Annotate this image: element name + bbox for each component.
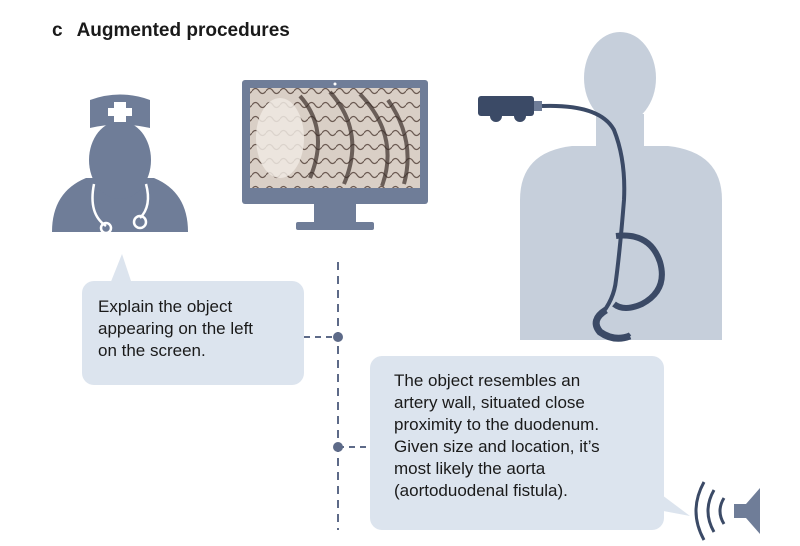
connector bbox=[304, 262, 370, 530]
bubble-line: (aortoduodenal fistula). bbox=[394, 481, 568, 500]
bubble-line: proximity to the duodenum. bbox=[394, 415, 600, 434]
panel-letter: c bbox=[52, 20, 63, 41]
bubble-line: most likely the aorta bbox=[394, 459, 546, 478]
endoscope-icon bbox=[478, 96, 665, 342]
panel-heading: Augmented procedures bbox=[76, 20, 290, 41]
doctor-icon bbox=[52, 94, 188, 235]
doctor-bubble-tail bbox=[110, 254, 132, 284]
doctor-speech-bubble: Explain the object appearing on the left… bbox=[82, 281, 304, 385]
panel-title: c Augmented procedures bbox=[52, 20, 290, 42]
bubble-line: on the screen. bbox=[98, 341, 206, 360]
bubble-line: Explain the object bbox=[98, 297, 233, 316]
ai-response-bubble: The object resembles an artery wall, sit… bbox=[370, 356, 664, 530]
bubble-line: Given size and location, it’s bbox=[394, 437, 600, 456]
monitor-icon bbox=[242, 80, 428, 230]
ai-bubble-tail bbox=[658, 492, 690, 516]
bubble-line: The object resembles an bbox=[394, 371, 581, 390]
bubble-line: appearing on the left bbox=[98, 319, 254, 338]
speaker-icon bbox=[694, 481, 760, 541]
bubble-line: artery wall, situated close bbox=[394, 393, 585, 412]
patient-silhouette-icon bbox=[520, 32, 722, 340]
